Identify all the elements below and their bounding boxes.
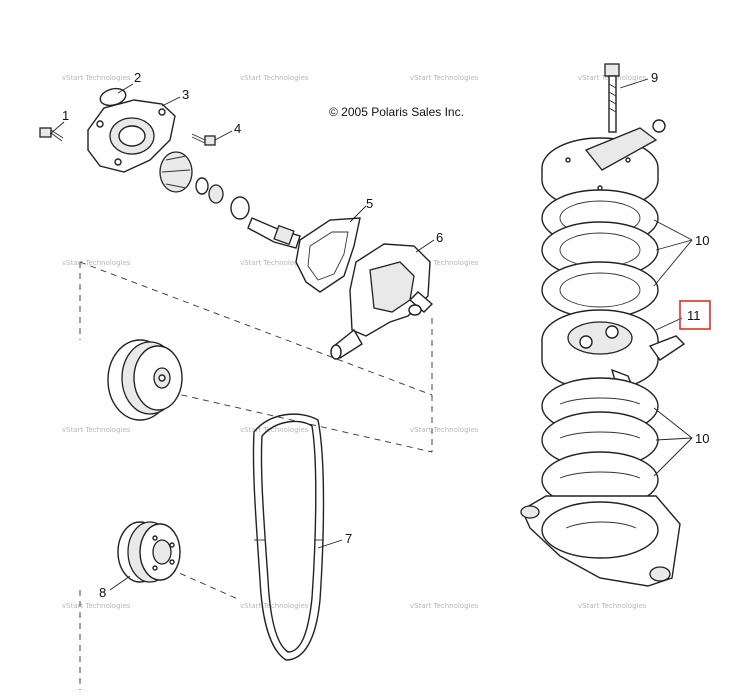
watermark-15: vStart Technologies: [410, 602, 479, 610]
callout-9: 9: [651, 70, 658, 85]
watermark-6: vStart Technologies: [240, 259, 309, 267]
seal: [195, 177, 209, 195]
callout-6: 6: [436, 230, 443, 245]
watermark-13: vStart Technologies: [62, 602, 131, 610]
callout-4: 4: [234, 121, 241, 136]
callout-3: 3: [182, 87, 189, 102]
alignment-lines: [79, 261, 433, 690]
callout-11-highlight-box: [679, 300, 711, 330]
pump-body-part-11: [541, 309, 686, 391]
upper-pulley: [107, 339, 183, 421]
callout-10-upper: 10: [695, 233, 709, 248]
screw-part-9: [604, 63, 620, 133]
fuel-pump-stack: [520, 63, 686, 587]
callout-7: 7: [345, 531, 352, 546]
watermark-1: vStart Technologies: [62, 74, 131, 82]
watermark-14: vStart Technologies: [240, 602, 309, 610]
lower-pulley-part-8: [117, 521, 181, 583]
callout-10-lower: 10: [695, 431, 709, 446]
callout-labels: 1 2 3 4 5 6 7 8 9 10 10 11: [62, 70, 711, 600]
copyright-notice: © 2005 Polaris Sales Inc.: [329, 105, 464, 119]
callout-1: 1: [62, 108, 69, 123]
watermark-9: vStart Technologies: [62, 426, 131, 434]
impeller: [159, 151, 193, 193]
bolt-part-4: [191, 133, 216, 146]
watermark-11: vStart Technologies: [410, 426, 479, 434]
drive-belt-part-7: [252, 413, 325, 661]
watermark-5: vStart Technologies: [62, 259, 131, 267]
pump-base: [520, 495, 681, 587]
pump-cover-part-3: [87, 99, 176, 173]
bearing-2: [230, 196, 250, 220]
pump-housing-part-6: [330, 243, 434, 360]
gasket-part-5: [295, 217, 361, 293]
leader-lines: [49, 78, 693, 591]
watermark-2: vStart Technologies: [240, 74, 309, 82]
water-pump-assembly: [39, 87, 434, 360]
callout-11: 11: [687, 308, 701, 323]
bearing: [208, 184, 224, 204]
watermark-7: vStart Technologies: [410, 259, 479, 267]
watermark-16: vStart Technologies: [578, 602, 647, 610]
pump-shaft: [247, 217, 301, 249]
watermark-3: vStart Technologies: [410, 74, 479, 82]
bolt-part-1: [39, 127, 64, 142]
callout-5: 5: [366, 196, 373, 211]
callout-2: 2: [134, 70, 141, 85]
callout-8: 8: [99, 585, 106, 600]
watermark-10: vStart Technologies: [240, 426, 309, 434]
